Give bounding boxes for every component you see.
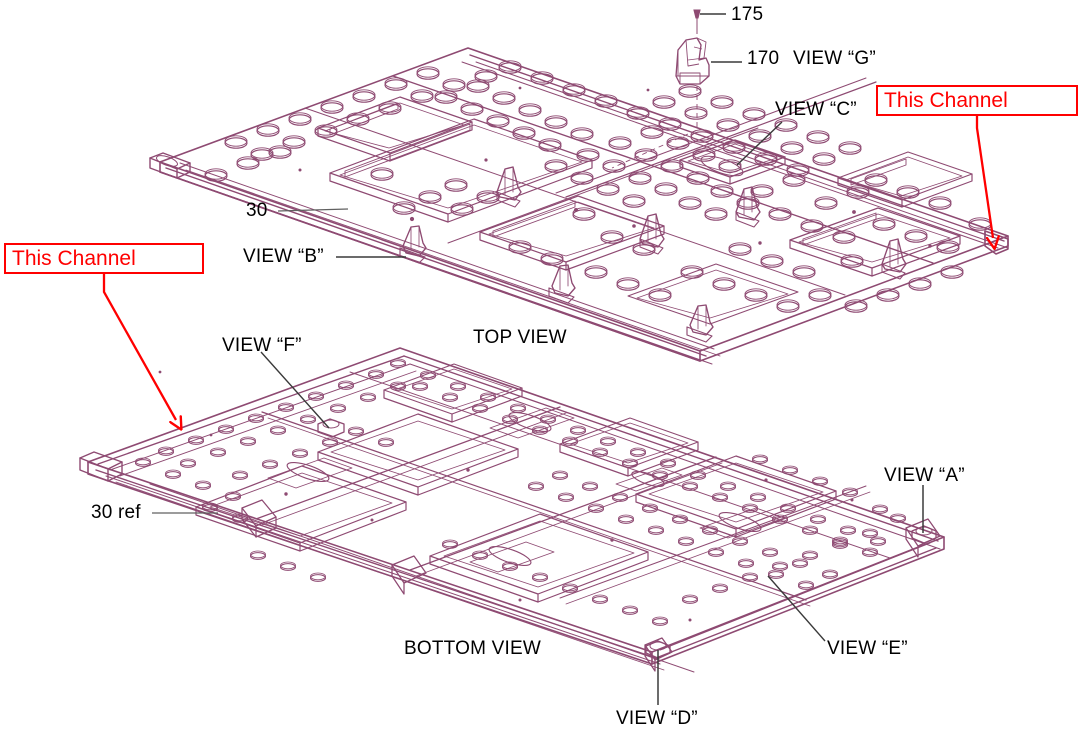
top-deck-brackets [399,166,907,343]
callout-this-channel-right: This Channel [876,85,1078,116]
top-view-assembly [149,47,1009,365]
label-item-30-ref: 30 ref [91,502,141,523]
label-view-d: VIEW “D” [616,708,698,729]
leader-view-c [736,121,783,166]
callout-left-text: This Channel [12,247,136,270]
bottom-deck-frame-openings [195,363,837,603]
top-deck-rear-rail [461,54,1009,249]
callout-right-text: This Channel [884,89,1008,112]
label-view-b: VIEW “B” [243,246,324,267]
top-deck-left-endcap [149,152,191,179]
bottom-deck-slot-plates [267,407,785,573]
detail-part-175-pin [693,9,701,34]
callout-this-channel-left: This Channel [4,243,204,274]
top-deck-holes [204,60,992,313]
label-bottom-view: BOTTOM VIEW [404,638,541,659]
top-deck-right-endcap [984,230,1009,255]
label-top-view: TOP VIEW [473,327,567,348]
label-175: 175 [731,4,764,25]
label-view-e: VIEW “E” [827,638,908,659]
callout-arrow-right [975,115,993,238]
label-item-30: 30 [246,200,268,221]
leader-view-e [767,575,826,642]
bottom-deck-left-endcap [79,451,123,482]
label-170: 170 [747,48,780,69]
label-view-g: VIEW “G” [793,48,876,69]
top-deck-pockets [317,96,973,325]
label-view-a: VIEW “A” [884,465,965,486]
bottom-view-assembly [79,347,945,673]
top-deck-fastener-dots [298,86,932,248]
leader-view-f [260,351,330,429]
label-view-f: VIEW “F” [222,335,302,356]
callout-arrow-left [102,272,176,420]
top-deck-front-rail [165,162,721,365]
detail-part-170-bracket [675,37,710,85]
bottom-deck-bosses [317,418,937,659]
bottom-deck-fastener-dots [158,370,854,622]
label-view-c: VIEW “C” [775,99,857,120]
leader-item-30 [277,208,349,212]
